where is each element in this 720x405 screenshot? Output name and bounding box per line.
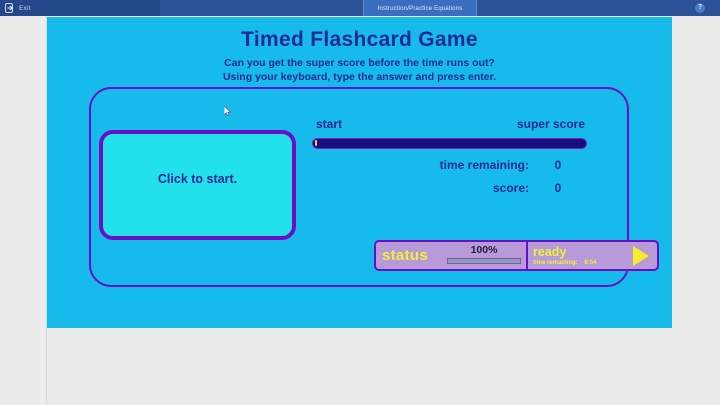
exit-door-icon xyxy=(5,3,15,13)
progress-superscore-label: super score xyxy=(516,117,585,131)
instruction-line-1: Can you get the super score before the t… xyxy=(224,57,495,69)
status-timer: time remaining: 8:54 xyxy=(533,260,628,266)
click-to-start-card[interactable]: Click to start. xyxy=(99,130,296,240)
exit-button[interactable]: Exit xyxy=(0,0,160,16)
score-value: 0 xyxy=(554,181,562,195)
activity-stage: Timed Flashcard Game Can you get the sup… xyxy=(47,17,672,328)
play-triangle-icon xyxy=(633,245,649,266)
page-title: Timed Flashcard Game xyxy=(241,28,478,51)
time-remaining-label: time remaining: xyxy=(439,158,529,172)
click-to-start-label: Click to start. xyxy=(157,172,238,186)
time-remaining-row: time remaining: 0 xyxy=(312,158,587,172)
exit-label: Exit xyxy=(19,4,31,12)
ready-block: ready time remaining: 8:54 xyxy=(533,244,628,266)
game-frame xyxy=(89,87,629,287)
score-panel: start super score time remaining: 0 scor… xyxy=(312,117,587,195)
application-top-bar: Exit Instruction/Practice Equations ? xyxy=(0,0,720,16)
status-progress-group: 100% xyxy=(447,244,521,264)
super-score-progress-bar xyxy=(312,138,587,149)
status-section: status 100% xyxy=(376,242,528,269)
ready-state-label: ready xyxy=(533,244,567,259)
tab-instruction-practice-equations[interactable]: Instruction/Practice Equations xyxy=(362,0,478,16)
status-timer-value: 8:54 xyxy=(584,259,597,266)
score-row: score: 0 xyxy=(312,181,587,195)
status-timer-label: time remaining: xyxy=(533,259,578,266)
top-bar-right-tools: ? xyxy=(680,0,720,16)
time-remaining-value: 0 xyxy=(554,158,562,172)
status-widget: status 100% ready time remaining: 8:54 xyxy=(374,240,659,271)
status-label: status xyxy=(382,247,428,264)
left-gutter xyxy=(0,16,47,405)
instruction-line-2: Using your keyboard, type the answer and… xyxy=(222,71,497,83)
page-bottom-area xyxy=(47,329,672,405)
status-percent-label: 100% xyxy=(470,244,498,256)
progress-start-tick xyxy=(315,140,317,146)
progress-start-label: start xyxy=(316,117,343,131)
page-surface: Timed Flashcard Game Can you get the sup… xyxy=(0,16,720,405)
status-progress-bar xyxy=(447,258,521,264)
score-label: score: xyxy=(492,181,529,195)
tab-strip: Instruction/Practice Equations xyxy=(160,0,680,16)
play-button[interactable] xyxy=(628,245,657,266)
help-icon[interactable]: ? xyxy=(695,3,705,13)
ready-section: ready time remaining: 8:54 xyxy=(528,242,657,269)
progress-bar-labels: start super score xyxy=(312,117,587,131)
